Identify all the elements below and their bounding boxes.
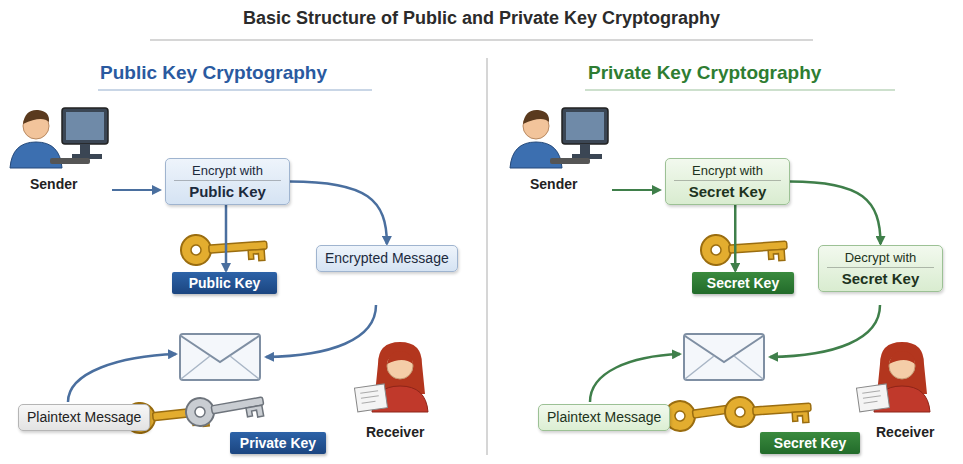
arrow (112, 189, 160, 191)
box-text: Public Key (174, 183, 281, 200)
rule (150, 39, 813, 41)
box-text: Secret Key (700, 275, 786, 291)
key-icon (180, 230, 268, 266)
section-heading: Private Key Cryptography (588, 62, 821, 84)
role-label: Sender (530, 176, 577, 192)
box-text: Plaintext Message (547, 409, 661, 426)
rule (98, 89, 372, 91)
key-label: Private Key (230, 432, 326, 454)
arrow (266, 305, 376, 357)
key-icon (700, 230, 788, 266)
key-label: Secret Key (692, 272, 794, 294)
box-text: Secret Key (674, 183, 781, 200)
connector-arrow (290, 182, 387, 245)
connector-arrow (734, 205, 737, 271)
box-text: Encrypted Message (325, 250, 449, 267)
plaintext-box: Plaintext Message (538, 404, 670, 431)
key-icon (724, 392, 812, 428)
arrow (68, 354, 176, 402)
connector-arrow (790, 182, 881, 245)
process-box: Encrypt withSecret Key (665, 158, 790, 205)
key-icon (184, 387, 266, 429)
process-box: Decrypt withSecret Key (818, 245, 943, 292)
envelope-icon (684, 334, 764, 380)
box-text: Secret Key (768, 435, 852, 451)
box-text: Public Key (180, 275, 269, 291)
arrow (770, 305, 880, 357)
role-label: Receiver (876, 424, 934, 440)
divider (486, 58, 488, 455)
connector-arrow (225, 205, 228, 271)
box-heading: Encrypt with (174, 163, 281, 181)
rule (585, 89, 895, 91)
plaintext-box: Plaintext Message (18, 404, 150, 431)
box-text: Plaintext Message (27, 409, 141, 426)
box-heading: Decrypt with (827, 250, 934, 268)
box-text: Private Key (238, 435, 318, 451)
process-box: Encrypt withPublic Key (165, 158, 290, 205)
sender-figure (510, 108, 608, 168)
envelope-icon (180, 334, 260, 380)
key-label: Public Key (172, 272, 277, 294)
receiver-figure (354, 342, 428, 412)
receiver-figure (856, 342, 930, 412)
title: Basic Structure of Public and Private Ke… (0, 8, 963, 29)
box-text: Secret Key (827, 270, 934, 287)
role-label: Receiver (366, 424, 424, 440)
section-heading: Public Key Cryptography (100, 62, 327, 84)
key-label: Secret Key (760, 432, 860, 454)
message-box: Encrypted Message (316, 245, 458, 272)
box-heading: Encrypt with (674, 163, 781, 181)
sender-figure (10, 108, 108, 168)
arrow (612, 189, 660, 191)
arrow (590, 354, 680, 402)
role-label: Sender (30, 176, 77, 192)
